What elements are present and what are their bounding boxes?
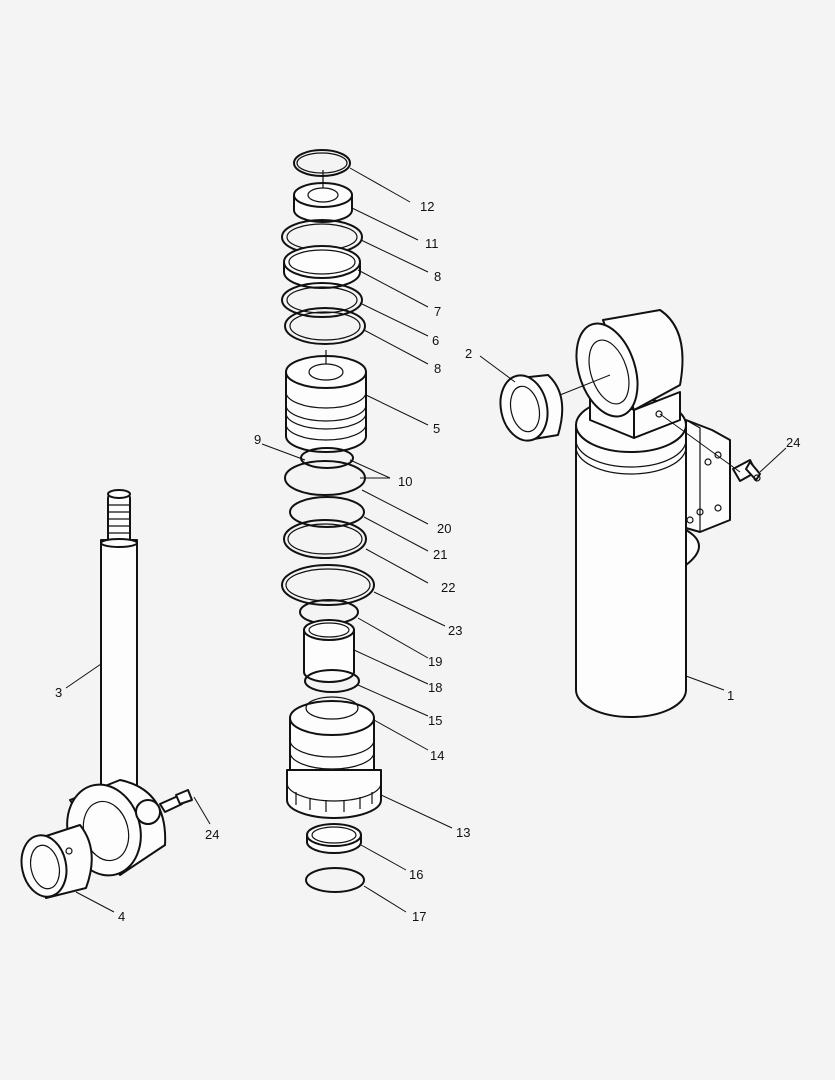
callout-23: 23 [448,623,462,638]
cylinder-barrel [575,309,731,718]
callout-9: 9 [254,432,261,447]
bushing-2 [499,374,564,442]
callout-18: 18 [428,680,442,695]
callout-22: 22 [441,580,455,595]
callout-7: 7 [434,304,441,319]
callout-8-upper: 8 [434,269,441,284]
callout-20: 20 [437,521,451,536]
callout-19: 19 [428,654,442,669]
bushing-4 [20,824,93,899]
callout-3: 3 [55,685,62,700]
callout-16: 16 [409,867,423,882]
seal-kit-stack [281,149,382,893]
callout-4: 4 [118,909,125,924]
callout-12: 12 [420,199,434,214]
callout-8-lower: 8 [434,361,441,376]
piston-rod [66,489,167,877]
callout-1: 1 [727,688,734,703]
grease-nipple-right [732,459,761,482]
callout-24-left: 24 [205,827,219,842]
callout-2: 2 [465,346,472,361]
callout-6: 6 [432,333,439,348]
callout-15: 15 [428,713,442,728]
callout-24-right: 24 [786,435,800,450]
leader-lines [65,167,787,913]
callout-10: 10 [398,474,412,489]
callout-11: 11 [425,236,439,251]
callout-21: 21 [433,547,447,562]
grease-nipple-left [159,789,193,813]
callout-5: 5 [433,421,440,436]
callout-13: 13 [456,825,470,840]
callout-labels: 1 2 3 4 5 6 7 8 8 9 10 11 12 13 14 15 16… [55,199,800,924]
callout-14: 14 [430,748,444,763]
callout-17: 17 [412,909,426,924]
